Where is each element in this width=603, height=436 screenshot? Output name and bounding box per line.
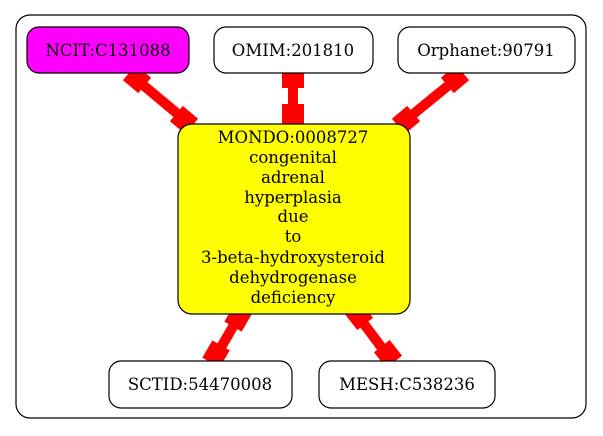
center-line-1: congenital	[249, 148, 337, 167]
center-line-0: MONDO:0008727	[218, 128, 369, 147]
center-line-4: due	[278, 207, 309, 226]
center-line-8: deficiency	[251, 288, 336, 307]
center-line-6: 3-beta-hydroxysteroid	[201, 248, 385, 267]
node-ncit-label: NCIT:C131088	[45, 41, 170, 60]
node-ncit[interactable]: NCIT:C131088	[26, 26, 190, 74]
edge-omim-to-center	[282, 70, 304, 126]
node-orphanet[interactable]: Orphanet:90791	[397, 26, 576, 74]
node-center-mondo[interactable]: MONDO:0008727 congenital adrenal hyperpl…	[177, 123, 411, 315]
node-mesh-label: MESH:C538236	[339, 375, 475, 394]
node-sctid[interactable]: SCTID:54470008	[108, 360, 293, 409]
center-line-3: hyperplasia	[244, 188, 342, 207]
node-omim-label: OMIM:201810	[232, 41, 354, 60]
center-line-7: dehydrogenase	[229, 268, 357, 287]
node-sctid-label: SCTID:54470008	[128, 375, 272, 394]
center-line-5: to	[285, 227, 302, 246]
node-orphanet-label: Orphanet:90791	[417, 41, 555, 60]
node-mesh[interactable]: MESH:C538236	[318, 360, 496, 409]
node-omim[interactable]: OMIM:201810	[213, 26, 374, 74]
center-line-2: adrenal	[261, 168, 325, 187]
